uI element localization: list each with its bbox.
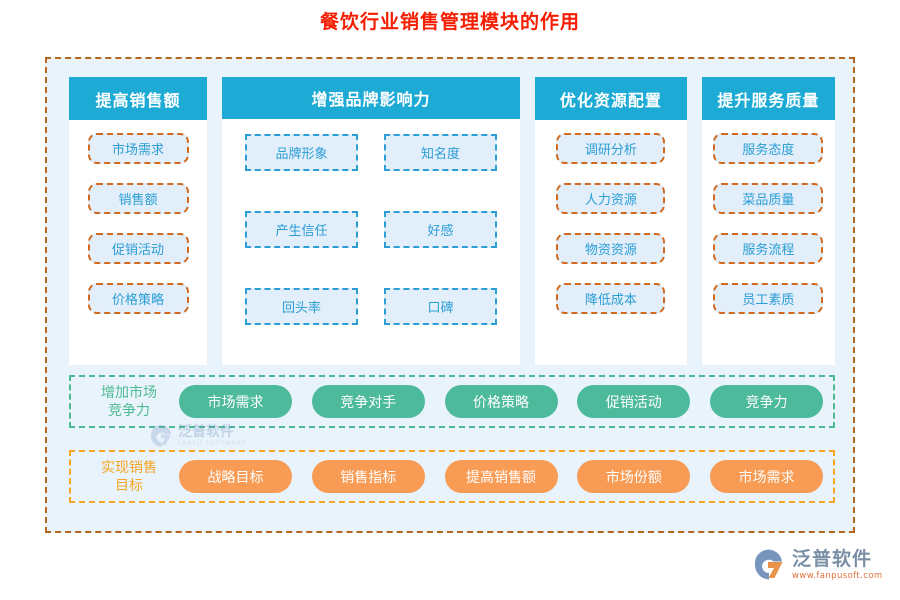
- chip-item[interactable]: 降低成本: [556, 283, 666, 314]
- bar-label-line2: 目标: [115, 477, 143, 494]
- pill-item[interactable]: 促销活动: [577, 385, 691, 418]
- chip-item[interactable]: 口碑: [384, 288, 498, 325]
- card-header-2: 增强品牌影响力: [222, 77, 520, 119]
- category-card-3: 优化资源配置 调研分析 人力资源 物资资源 降低成本: [534, 77, 687, 365]
- chip-item[interactable]: 服务态度: [713, 133, 824, 164]
- chip-item[interactable]: 回头率: [245, 288, 359, 325]
- pill-item[interactable]: 市场需求: [710, 460, 823, 493]
- chip-item[interactable]: 菜品质量: [713, 183, 824, 214]
- pill-group-orange: 战略目标 销售指标 提高销售额 市场份额 市场需求: [179, 460, 833, 493]
- bar-label-line2: 竞争力: [108, 402, 150, 419]
- pill-item[interactable]: 战略目标: [179, 460, 292, 493]
- category-card-4: 提升服务质量 服务态度 菜品质量 服务流程 员工素质: [701, 77, 835, 365]
- pill-group-green: 市场需求 竞争对手 价格策略 促销活动 竞争力: [179, 385, 833, 418]
- fanpu-logo: 泛普软件 www.fanpusoft.com: [752, 549, 883, 581]
- chip-item[interactable]: 好感: [384, 211, 498, 248]
- chip-item[interactable]: 服务流程: [713, 233, 824, 264]
- outer-dashed-frame: 提高销售额 市场需求 销售额 促销活动 价格策略 增强品牌影响力 品牌形象 知名…: [45, 57, 855, 533]
- chip-item[interactable]: 价格策略: [87, 283, 189, 314]
- card-header-4: 提升服务质量: [701, 77, 835, 120]
- chip-item[interactable]: 产生信任: [245, 211, 359, 248]
- pill-item[interactable]: 价格策略: [444, 385, 558, 418]
- pill-item[interactable]: 竞争力: [710, 385, 823, 418]
- chip-item[interactable]: 品牌形象: [245, 134, 359, 171]
- chip-item[interactable]: 物资资源: [556, 233, 666, 264]
- chip-item[interactable]: 员工素质: [713, 283, 824, 314]
- pill-item[interactable]: 提高销售额: [444, 460, 558, 493]
- page-title: 餐饮行业销售管理模块的作用: [319, 11, 580, 33]
- logo-website: www.fanpusoft.com: [792, 570, 883, 581]
- chip-item[interactable]: 销售额: [87, 183, 189, 214]
- card-header-3: 优化资源配置: [534, 77, 687, 120]
- card-header-1: 提高销售额: [69, 77, 208, 120]
- bar-label-line1: 增加市场: [101, 384, 157, 401]
- bar-label-sales-target: 实现销售 目标: [71, 459, 179, 495]
- chip-item[interactable]: 知名度: [384, 134, 498, 171]
- fanpu-logo-icon: [752, 549, 786, 581]
- chip-item[interactable]: 调研分析: [556, 133, 666, 164]
- card-body-4: 服务态度 菜品质量 服务流程 员工素质: [702, 120, 835, 365]
- pill-item[interactable]: 市场需求: [179, 385, 292, 418]
- pill-item[interactable]: 销售指标: [311, 460, 425, 493]
- chip-item[interactable]: 人力资源: [556, 183, 666, 214]
- category-card-2: 增强品牌影响力 品牌形象 知名度 产生信任 好感 回头率 口碑: [222, 77, 520, 365]
- pill-item[interactable]: 市场份额: [577, 460, 691, 493]
- category-card-1: 提高销售额 市场需求 销售额 促销活动 价格策略: [69, 77, 208, 365]
- card-body-3: 调研分析 人力资源 物资资源 降低成本: [535, 120, 687, 365]
- fanpu-logo-text: 泛普软件 www.fanpusoft.com: [792, 547, 883, 581]
- logo-company-name: 泛普软件: [792, 547, 873, 570]
- card-body-2: 品牌形象 知名度 产生信任 好感 回头率 口碑: [222, 119, 520, 365]
- chip-item[interactable]: 促销活动: [87, 233, 189, 264]
- bar-sales-target: 实现销售 目标 战略目标 销售指标 提高销售额 市场份额 市场需求: [69, 450, 835, 503]
- pill-item[interactable]: 竞争对手: [311, 385, 425, 418]
- chip-item[interactable]: 市场需求: [87, 133, 189, 164]
- bar-competitiveness: 增加市场 竞争力 市场需求 竞争对手 价格策略 促销活动 竞争力: [69, 375, 835, 428]
- bar-label-competitiveness: 增加市场 竞争力: [71, 384, 179, 420]
- card-body-1: 市场需求 销售额 促销活动 价格策略: [69, 120, 207, 365]
- category-cards-row: 提高销售额 市场需求 销售额 促销活动 价格策略 增强品牌影响力 品牌形象 知名…: [69, 77, 835, 365]
- bar-label-line1: 实现销售: [101, 459, 157, 476]
